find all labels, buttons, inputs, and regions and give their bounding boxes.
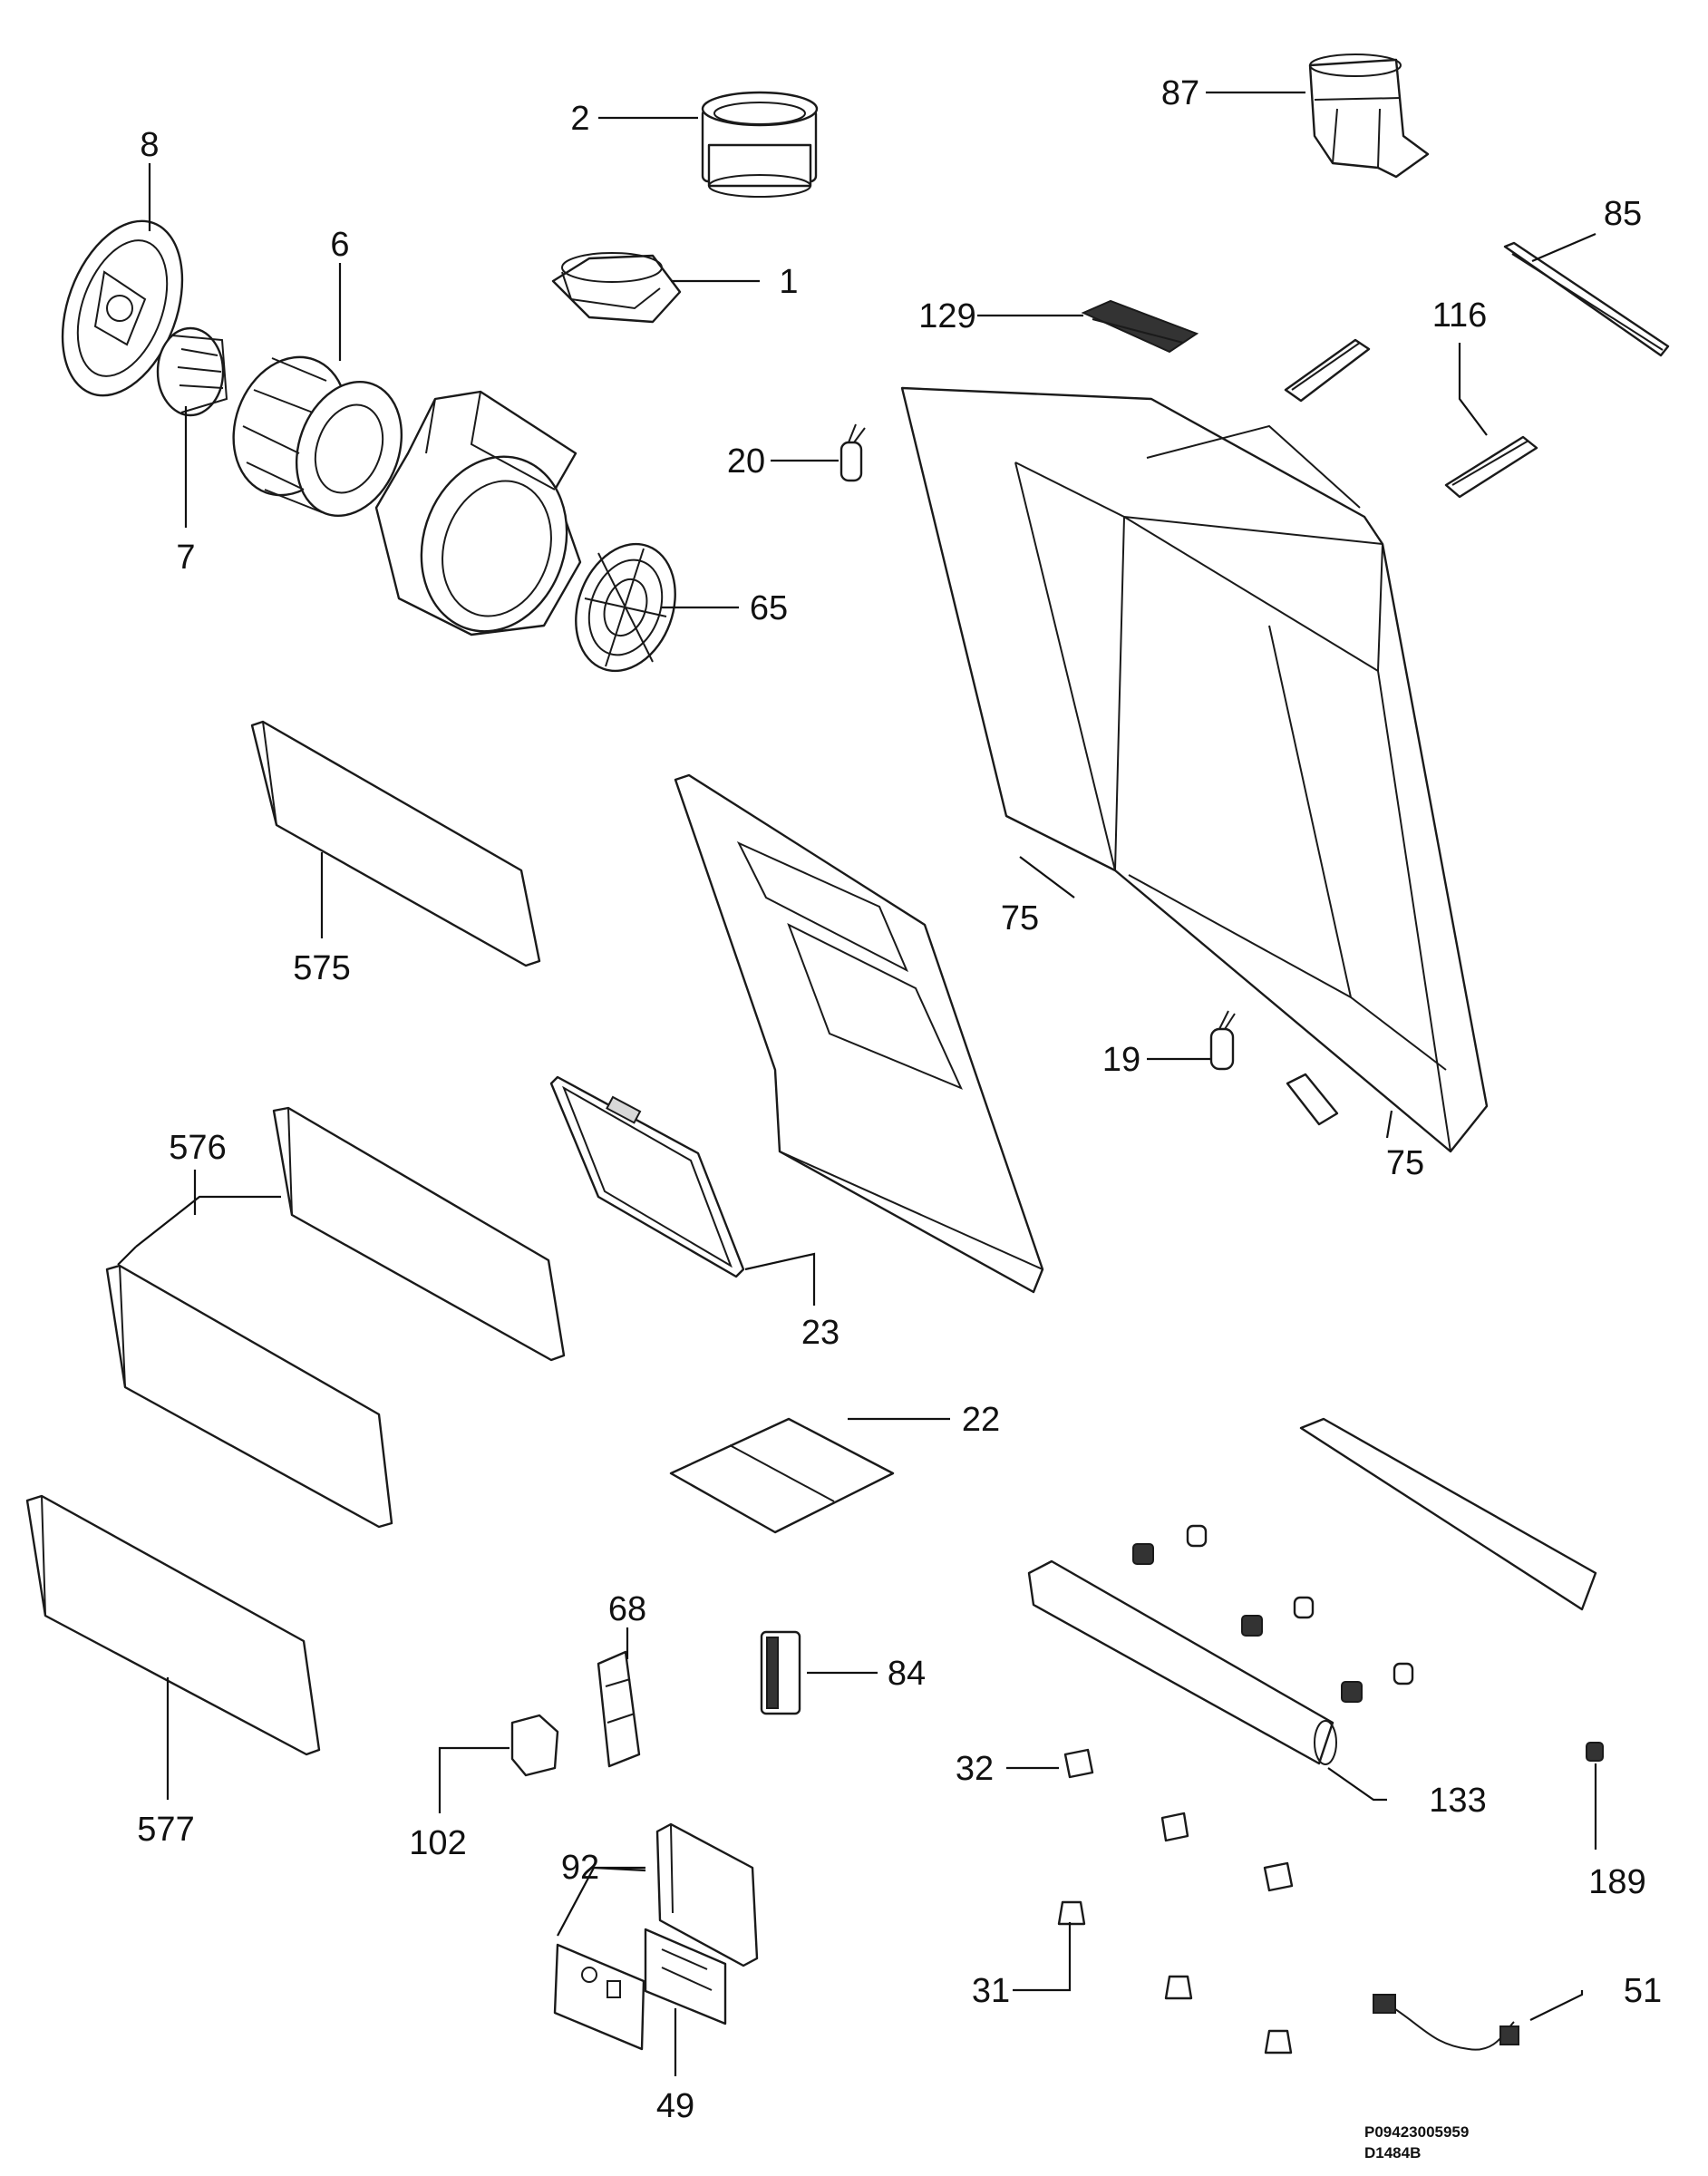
part-116-bracket-a bbox=[1284, 338, 1371, 403]
callout-31: 31 bbox=[972, 1972, 1010, 2010]
part-65-fan-guard bbox=[575, 542, 676, 673]
part-32-clips bbox=[1063, 1748, 1294, 1892]
part-7-motor bbox=[156, 326, 228, 417]
callout-20: 20 bbox=[727, 442, 765, 481]
callout-51: 51 bbox=[1624, 1972, 1662, 2010]
callout-92: 92 bbox=[561, 1849, 599, 1887]
part-2-duct-adapter bbox=[701, 91, 819, 198]
callout-labels: 2 87 8 6 1 85 129 116 7 20 65 575 75 19 … bbox=[137, 74, 1662, 2125]
part-blower-housing bbox=[374, 390, 582, 636]
callout-32: 32 bbox=[956, 1750, 994, 1788]
callout-23: 23 bbox=[801, 1314, 839, 1352]
part-577-panel bbox=[25, 1494, 321, 1756]
part-87-duct-flap bbox=[1308, 53, 1430, 179]
part-576-panel-a bbox=[272, 1106, 566, 1362]
part-68-switch-bracket bbox=[597, 1650, 641, 1768]
drawing-code-primary: P09423005959 bbox=[1364, 2123, 1469, 2141]
callout-2: 2 bbox=[570, 100, 589, 138]
part-116-bracket-b bbox=[1444, 435, 1538, 499]
part-lamp-holders bbox=[1132, 1524, 1414, 1703]
part-front-panel bbox=[674, 773, 1044, 1294]
part-575-panel bbox=[250, 720, 541, 967]
callout-75-upper: 75 bbox=[1001, 899, 1039, 937]
part-189-knob bbox=[1586, 1742, 1604, 1762]
part-75-bracket-plate bbox=[1286, 1073, 1339, 1126]
part-92-control-housing bbox=[655, 1822, 759, 1967]
part-75-hood-body bbox=[900, 386, 1489, 1153]
part-19-capacitor bbox=[1209, 1010, 1236, 1071]
callout-65: 65 bbox=[750, 589, 788, 627]
callout-575: 575 bbox=[293, 949, 350, 987]
part-6-blower-wheel bbox=[232, 355, 403, 518]
part-8-motor-plate bbox=[61, 219, 184, 397]
part-22-filter-mat bbox=[669, 1417, 895, 1534]
callout-85: 85 bbox=[1604, 195, 1642, 233]
callout-87: 87 bbox=[1161, 74, 1199, 112]
callout-577: 577 bbox=[137, 1811, 194, 1849]
callout-19: 19 bbox=[1102, 1041, 1140, 1079]
drawing-reference: P09423005959 D1484B bbox=[1364, 2123, 1469, 2161]
callout-189: 189 bbox=[1588, 1863, 1645, 1901]
callout-84: 84 bbox=[888, 1655, 926, 1693]
part-129-plate bbox=[1081, 299, 1199, 354]
part-84-switch bbox=[760, 1630, 801, 1715]
part-light-strip-upper bbox=[1299, 1417, 1597, 1611]
callout-6: 6 bbox=[330, 226, 349, 264]
part-1-flange bbox=[551, 252, 682, 324]
part-51-wiring-harness bbox=[1373, 1994, 1519, 2051]
callout-49: 49 bbox=[656, 2087, 694, 2125]
callout-8: 8 bbox=[140, 126, 159, 164]
part-20-capacitor bbox=[839, 423, 866, 482]
part-85-rail bbox=[1503, 241, 1670, 357]
part-92-control-cover bbox=[553, 1943, 645, 2051]
leader-lines bbox=[117, 91, 1597, 2076]
callout-7: 7 bbox=[176, 539, 195, 577]
callout-102: 102 bbox=[409, 1824, 466, 1862]
callout-576: 576 bbox=[169, 1129, 226, 1167]
part-49-pcb bbox=[644, 1928, 727, 2025]
callout-133: 133 bbox=[1429, 1782, 1486, 1820]
callout-1: 1 bbox=[779, 263, 798, 301]
part-133-light-bar bbox=[1027, 1559, 1337, 1765]
part-102-box bbox=[510, 1714, 559, 1777]
part-576-panel-b bbox=[105, 1264, 393, 1529]
part-23-grease-filter bbox=[549, 1075, 745, 1278]
callout-75-lower: 75 bbox=[1386, 1144, 1424, 1182]
callout-22: 22 bbox=[962, 1401, 1000, 1439]
part-31-bulbs bbox=[1057, 1900, 1293, 2055]
callout-68: 68 bbox=[608, 1590, 646, 1628]
callout-116: 116 bbox=[1432, 296, 1488, 335]
callout-129: 129 bbox=[918, 297, 975, 335]
drawing-code-secondary: D1484B bbox=[1364, 2144, 1421, 2161]
